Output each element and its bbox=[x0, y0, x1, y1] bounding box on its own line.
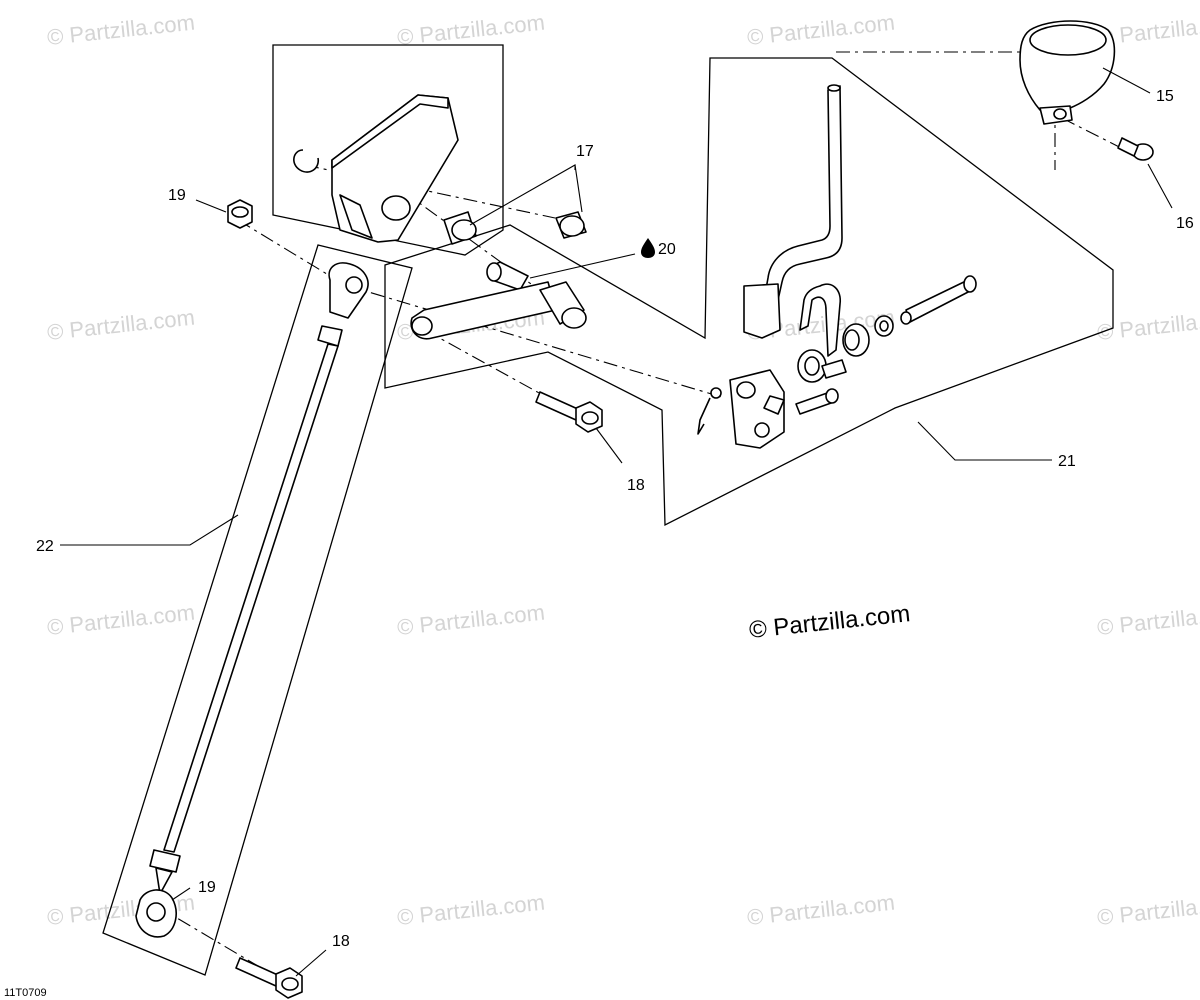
watermark: © Partzilla.com bbox=[1096, 600, 1200, 640]
callout-16: 16 bbox=[1176, 215, 1194, 232]
callout-15: 15 bbox=[1156, 88, 1174, 105]
washer bbox=[874, 315, 894, 337]
center-lines bbox=[154, 51, 1136, 986]
retaining-clip bbox=[293, 149, 320, 173]
spacer bbox=[797, 349, 827, 383]
watermark: © Partzilla.com bbox=[1096, 305, 1200, 345]
callout-20: 20 bbox=[658, 241, 676, 258]
leader-lines bbox=[60, 67, 1173, 977]
small-bolt-b bbox=[821, 359, 847, 379]
torsion-spring bbox=[842, 323, 870, 357]
bolt-18-lower bbox=[235, 957, 303, 999]
copyright-text: © Partzilla.com bbox=[748, 600, 912, 644]
bolt-18-upper bbox=[535, 391, 603, 433]
callout-22: 22 bbox=[36, 538, 54, 555]
watermark: © Partzilla.com bbox=[1096, 890, 1200, 930]
shift-knob bbox=[1019, 20, 1116, 125]
watermark: © Partzilla.com bbox=[396, 600, 546, 640]
watermark: © Partzilla.com bbox=[46, 305, 196, 345]
callout-18: 18 bbox=[627, 477, 645, 494]
bushing-17b bbox=[555, 211, 587, 239]
cotter-pin bbox=[697, 387, 722, 435]
bracket-outline bbox=[272, 44, 504, 256]
watermark-group: © Partzilla.com © Partzilla.com © Partzi… bbox=[46, 10, 1200, 930]
callout-19: 19 bbox=[198, 879, 216, 896]
pivot-bushing-20 bbox=[486, 261, 529, 291]
drawing-code: 11T0709 bbox=[4, 987, 47, 999]
oil-drop-icon bbox=[641, 238, 655, 258]
watermark: © Partzilla.com bbox=[396, 10, 546, 50]
watermark: © Partzilla.com bbox=[746, 10, 896, 50]
watermark: © Partzilla.com bbox=[746, 890, 896, 930]
nut-19 bbox=[227, 199, 253, 229]
callout-19: 19 bbox=[168, 187, 186, 204]
pivot-bolt bbox=[900, 275, 977, 325]
assembly-outline-21 bbox=[384, 57, 1114, 527]
clevis-block bbox=[729, 369, 785, 449]
knob-screw bbox=[1117, 137, 1154, 161]
callout-17: 17 bbox=[576, 143, 594, 160]
bushing-17a bbox=[443, 211, 477, 245]
watermark: © Partzilla.com bbox=[46, 10, 196, 50]
shift-rod-outline-22 bbox=[102, 244, 413, 976]
shift-lever bbox=[743, 84, 843, 339]
shift-arm bbox=[410, 281, 587, 340]
watermark: © Partzilla.com bbox=[46, 600, 196, 640]
shift-rod bbox=[135, 262, 369, 938]
callout-21: 21 bbox=[1058, 453, 1076, 470]
bracket bbox=[331, 94, 459, 243]
watermark: © Partzilla.com bbox=[396, 890, 546, 930]
callout-18: 18 bbox=[332, 933, 350, 950]
small-bolt-a bbox=[795, 388, 839, 415]
detent-plate bbox=[799, 283, 842, 357]
